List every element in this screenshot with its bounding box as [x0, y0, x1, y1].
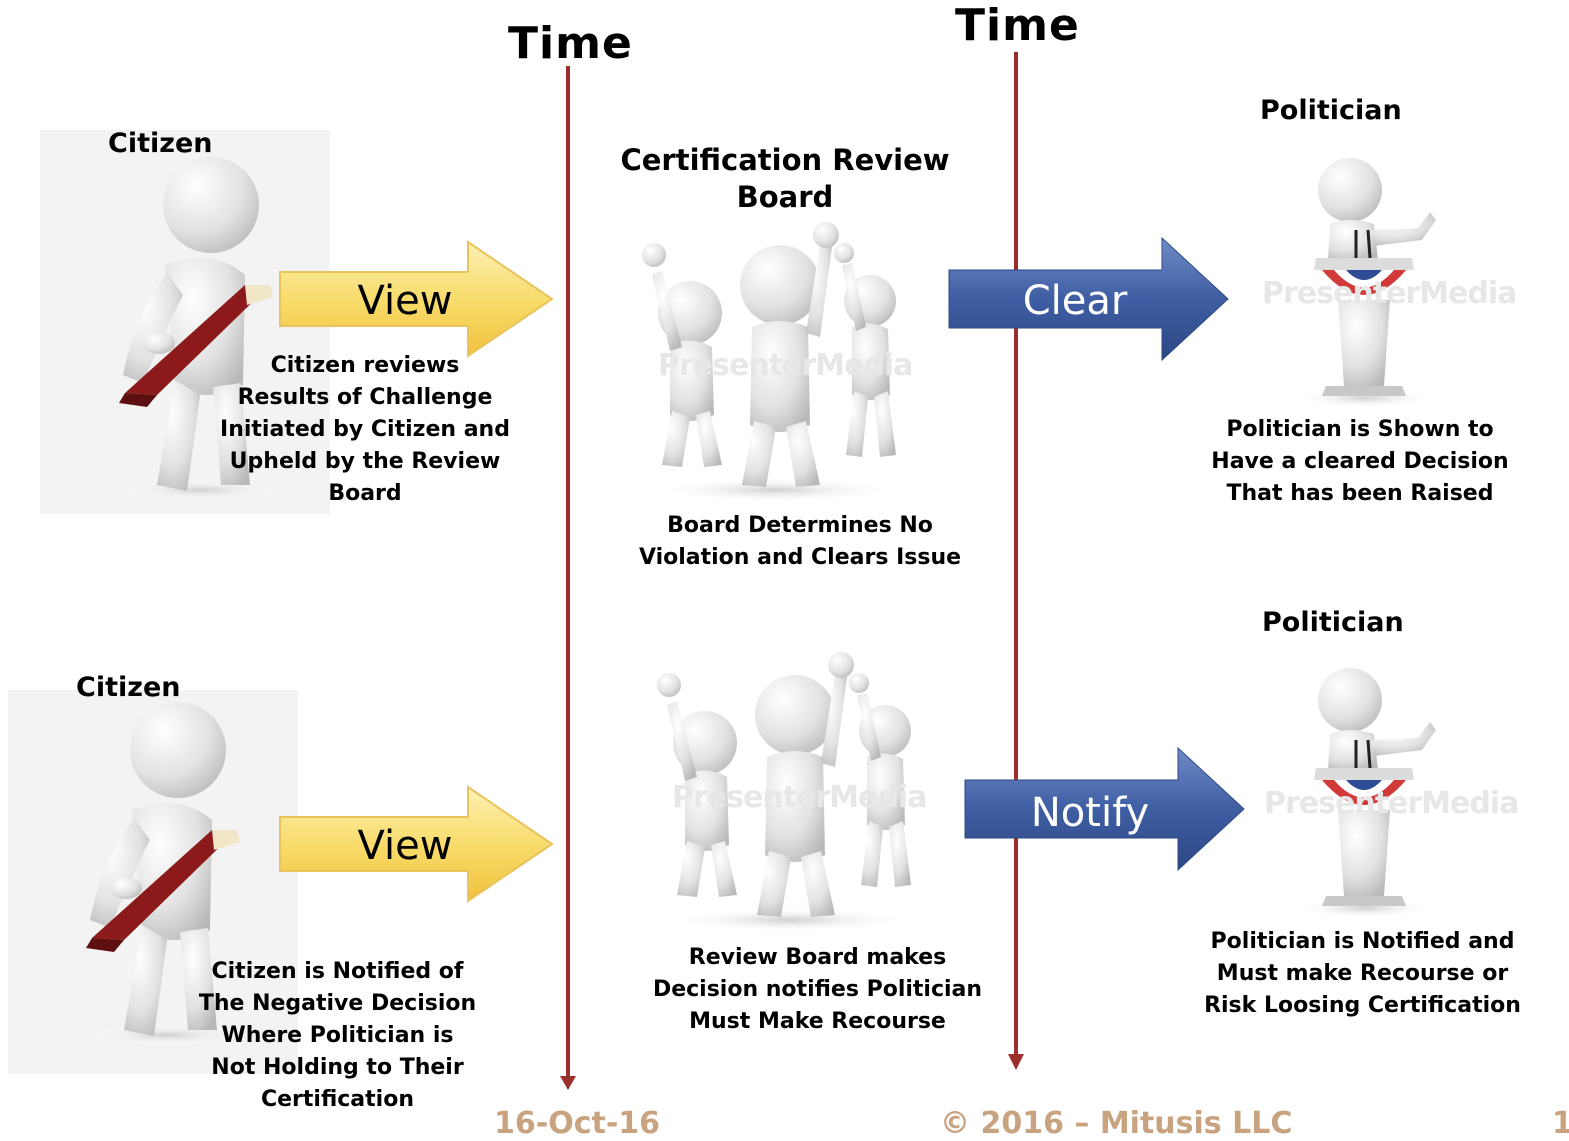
board-caption-2: Review Board makes Decision notifies Pol…: [610, 942, 1025, 1038]
citizen-reading-book-figure: [119, 157, 280, 500]
view-arrow-1: [279, 240, 554, 358]
caption-line: Politician is Shown to: [1226, 417, 1494, 442]
time-label-right: Time: [955, 0, 1080, 51]
caption-line: Must Make Recourse: [689, 1009, 946, 1034]
footer-copyright: © 2016 – Mitusis LLC: [940, 1106, 1293, 1141]
citizen-reading-book-figure-2: [86, 702, 247, 1045]
watermark-politician-2: PresenterMedia: [1264, 786, 1519, 821]
board-caption-1: Board Determines No Violation and Clears…: [595, 510, 1005, 574]
view-arrow-label-1: View: [357, 278, 453, 324]
caption-line: Review Board makes: [688, 945, 947, 970]
watermark-politician-1: PresenterMedia: [1262, 276, 1517, 311]
caption-line: Where Politician is: [221, 1023, 454, 1048]
caption-line: Upheld by the Review: [229, 449, 501, 474]
caption-line: Results of Challenge: [237, 385, 493, 410]
watermark-board-1: PresenterMedia: [658, 348, 913, 383]
clear-arrow-label: Clear: [1022, 278, 1128, 324]
politician-caption-2: Politician is Notified and Must make Rec…: [1160, 926, 1565, 1022]
notify-arrow: [964, 746, 1245, 872]
caption-line: Not Holding to Their: [211, 1055, 464, 1080]
citizen-caption-1: Citizen reviews Results of Challenge Ini…: [185, 350, 545, 510]
caption-line: The Negative Decision: [198, 991, 477, 1016]
citizen-caption-2: Citizen is Notified of The Negative Deci…: [155, 956, 520, 1116]
caption-line: Board Determines No: [667, 513, 933, 538]
politician-label-2: Politician: [1262, 607, 1404, 638]
politician-label-1: Politician: [1260, 95, 1402, 126]
footer-page-number: 1: [1552, 1106, 1569, 1141]
footer-date: 16-Oct-16: [494, 1106, 661, 1141]
board-title-line: Board: [736, 180, 834, 214]
board-title: Certification Review Board: [590, 142, 980, 216]
caption-line: That has been Raised: [1226, 481, 1494, 506]
caption-line: Board: [328, 481, 402, 506]
caption-line: Decision notifies Politician: [652, 977, 983, 1002]
board-title-line: Certification Review: [620, 143, 950, 177]
caption-line: Risk Loosing Certification: [1204, 993, 1521, 1018]
caption-line: Must make Recourse or: [1216, 961, 1509, 986]
caption-line: Violation and Clears Issue: [638, 545, 962, 570]
view-arrow-label-2: View: [357, 823, 453, 869]
view-arrow-2: [279, 785, 554, 903]
caption-line: Have a cleared Decision: [1211, 449, 1509, 474]
caption-line: Certification: [260, 1087, 414, 1112]
citizen-label-2: Citizen: [76, 672, 181, 703]
watermark-board-2: PresenterMedia: [672, 780, 927, 815]
caption-line: Citizen is Notified of: [211, 959, 464, 984]
timeline-arrow-right: [1008, 52, 1024, 1070]
clear-arrow: [948, 236, 1229, 362]
notify-arrow-label: Notify: [1030, 790, 1150, 836]
citizen-label: Citizen: [108, 128, 213, 159]
review-board-group-figure-2: [657, 652, 911, 932]
caption-line: Initiated by Citizen and: [220, 417, 510, 442]
time-label-left: Time: [508, 18, 633, 69]
politician-podium-figure-1: [1295, 158, 1436, 408]
caption-line: Citizen reviews: [270, 353, 460, 378]
politician-podium-figure-2: [1295, 668, 1436, 918]
caption-line: Politician is Notified and: [1210, 929, 1515, 954]
politician-caption-1: Politician is Shown to Have a cleared De…: [1160, 414, 1560, 510]
timeline-arrow-left: [560, 66, 576, 1090]
review-board-group-figure-1: [642, 222, 896, 502]
